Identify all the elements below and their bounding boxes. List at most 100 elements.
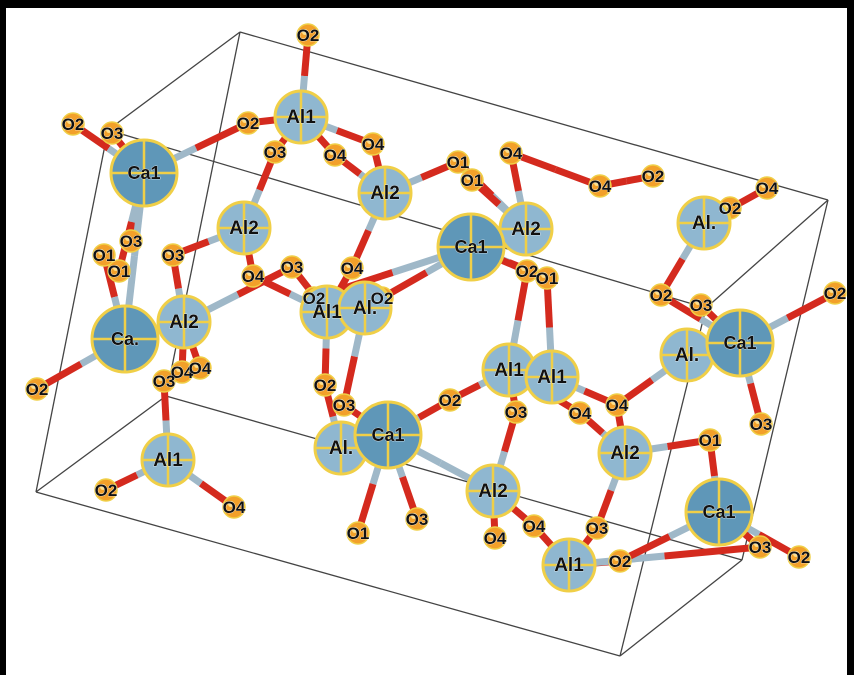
oxygen-atom bbox=[608, 549, 632, 573]
bond bbox=[509, 149, 602, 190]
atom-label: O1 bbox=[93, 246, 116, 265]
atom-label: O2 bbox=[439, 391, 462, 410]
atom-label: O2 bbox=[314, 376, 337, 395]
calcium-atom bbox=[684, 477, 754, 547]
oxygen-atom bbox=[585, 516, 609, 540]
oxygen-atom bbox=[641, 164, 665, 188]
oxygen-atom bbox=[25, 377, 49, 401]
oxygen-atom bbox=[313, 373, 337, 397]
oxygen-atom bbox=[340, 256, 364, 280]
atom-label: O2 bbox=[609, 552, 632, 571]
atoms-layer bbox=[25, 23, 847, 593]
atom-label: O1 bbox=[699, 431, 722, 450]
oxygen-atom bbox=[263, 140, 287, 164]
atom-label: O3 bbox=[281, 258, 304, 277]
atom-label: O4 bbox=[523, 517, 546, 536]
atom-label: Al. bbox=[329, 438, 353, 459]
atom-label: O4 bbox=[484, 529, 507, 548]
oxygen-atom bbox=[483, 526, 507, 550]
atom-label: O3 bbox=[586, 519, 609, 538]
aluminium-atom bbox=[337, 280, 393, 336]
oxygen-atom bbox=[438, 388, 462, 412]
atom-label: O4 bbox=[606, 396, 629, 415]
oxygen-atom bbox=[588, 174, 612, 198]
oxygen-atom bbox=[749, 412, 773, 436]
atom-label: Al1 bbox=[286, 107, 316, 128]
atom-label: O2 bbox=[95, 481, 118, 500]
oxygen-atom bbox=[515, 259, 539, 283]
atom-label: O4 bbox=[589, 177, 612, 196]
oxygen-atom bbox=[61, 112, 85, 136]
atom-label: O4 bbox=[324, 146, 347, 165]
atom-label: O4 bbox=[362, 135, 385, 154]
oxygen-atom bbox=[92, 243, 116, 267]
atom-label: Al2 bbox=[370, 183, 400, 204]
oxygen-atom bbox=[361, 132, 385, 156]
oxygen-atom bbox=[332, 393, 356, 417]
oxygen-atom bbox=[535, 266, 559, 290]
oxygen-atom bbox=[787, 545, 811, 569]
atom-label: O2 bbox=[371, 289, 394, 308]
atom-label: O3 bbox=[120, 232, 143, 251]
oxygen-atom bbox=[499, 141, 523, 165]
atom-label: O4 bbox=[500, 144, 523, 163]
unit-cell-edge bbox=[619, 559, 743, 657]
atom-label: O3 bbox=[749, 538, 772, 557]
atom-label: O3 bbox=[406, 510, 429, 529]
atom-label: Al2 bbox=[169, 312, 199, 333]
oxygen-atom bbox=[522, 514, 546, 538]
calcium-atom bbox=[90, 304, 160, 374]
atom-label: O4 bbox=[242, 267, 265, 286]
atom-label: O4 bbox=[189, 359, 212, 378]
unit-cell-edge bbox=[35, 491, 621, 657]
bond bbox=[568, 543, 761, 569]
oxygen-atom bbox=[689, 293, 713, 317]
oxygen-atom bbox=[222, 495, 246, 519]
oxygen-atom bbox=[346, 521, 370, 545]
atom-label: O2 bbox=[297, 26, 320, 45]
unit-cell-edge bbox=[705, 199, 829, 309]
atom-label: Ca1 bbox=[702, 502, 735, 522]
oxygen-atom bbox=[460, 168, 484, 192]
oxygen-atom bbox=[280, 255, 304, 279]
unit-cell-edge bbox=[165, 395, 743, 561]
atom-label: O4 bbox=[171, 363, 194, 382]
atom-label: O2 bbox=[62, 115, 85, 134]
aluminium-atom bbox=[357, 165, 413, 221]
oxygen-atom bbox=[119, 229, 143, 253]
atom-label: Al2 bbox=[229, 218, 259, 239]
oxygen-atom bbox=[107, 259, 131, 283]
atom-label: O4 bbox=[569, 404, 592, 423]
atom-label: O3 bbox=[264, 143, 287, 162]
atom-label: O3 bbox=[750, 415, 773, 434]
aluminium-atom bbox=[465, 463, 521, 519]
atom-label: Al2 bbox=[478, 481, 508, 502]
aluminium-atom bbox=[597, 425, 653, 481]
unit-cell-edge bbox=[35, 395, 167, 493]
unit-cell-edge bbox=[35, 129, 109, 493]
atom-label: O1 bbox=[461, 171, 484, 190]
atom-label: Al1 bbox=[312, 302, 342, 323]
atom-label: Al1 bbox=[554, 555, 584, 576]
aluminium-atom bbox=[524, 349, 580, 405]
aluminium-atom bbox=[140, 432, 196, 488]
atom-label: Al1 bbox=[153, 450, 183, 471]
oxygen-atom bbox=[161, 243, 185, 267]
oxygen-atom bbox=[605, 393, 629, 417]
atom-label: O2 bbox=[516, 262, 539, 281]
oxygen-atom bbox=[296, 23, 320, 47]
atom-label: O3 bbox=[162, 246, 185, 265]
atom-label: O2 bbox=[642, 167, 665, 186]
atom-label: O3 bbox=[333, 396, 356, 415]
atom-label: O1 bbox=[347, 524, 370, 543]
atom-label: O2 bbox=[788, 548, 811, 567]
oxygen-atom bbox=[504, 400, 528, 424]
oxygen-atom bbox=[152, 369, 176, 393]
atom-label: O2 bbox=[237, 114, 260, 133]
atom-label: O2 bbox=[719, 199, 742, 218]
atom-label: O1 bbox=[536, 269, 559, 288]
aluminium-atom bbox=[676, 195, 732, 251]
atom-label: Al1 bbox=[537, 367, 567, 388]
atom-label: O2 bbox=[26, 380, 49, 399]
